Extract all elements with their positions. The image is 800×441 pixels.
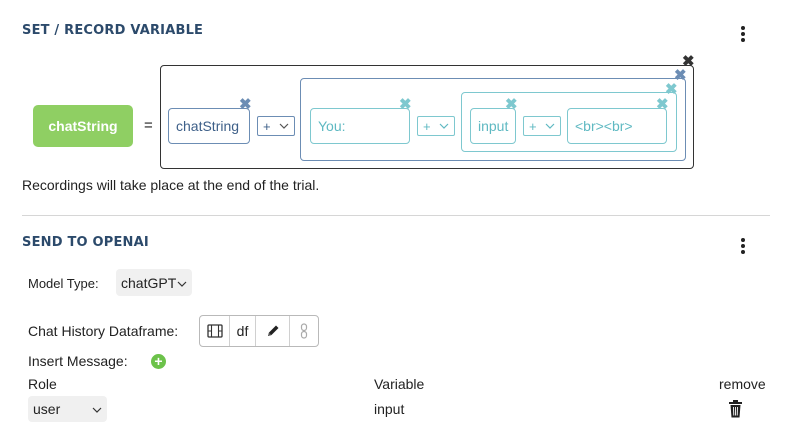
- expression-token-input[interactable]: input: [470, 108, 516, 144]
- model-type-value: chatGPT: [121, 274, 177, 291]
- chat-history-dataframe-control: df: [199, 315, 319, 347]
- remove-token-input-icon[interactable]: ✖: [505, 96, 518, 113]
- operator-select-2[interactable]: +: [417, 116, 455, 136]
- variable-name-chip[interactable]: chatString: [33, 105, 133, 147]
- remove-blue-group-icon[interactable]: ✖: [674, 67, 687, 84]
- chevron-down-icon: [439, 123, 449, 129]
- chevron-down-icon: [545, 123, 555, 129]
- remove-token-you-icon[interactable]: ✖: [399, 96, 412, 113]
- operator-2-value: +: [423, 118, 431, 134]
- trash-icon[interactable]: [729, 400, 742, 418]
- expression-token-you[interactable]: You:: [310, 108, 410, 144]
- expression-teal-group: [461, 92, 677, 152]
- insert-message-label: Insert Message:: [28, 353, 128, 369]
- expression-token-chatstring[interactable]: chatString: [168, 108, 250, 144]
- operator-select-1[interactable]: +: [257, 116, 295, 136]
- message-variable-value: input: [374, 401, 405, 417]
- operator-select-3[interactable]: +: [523, 116, 561, 136]
- equals-sign: =: [144, 117, 153, 134]
- model-type-select[interactable]: chatGPT: [116, 269, 192, 296]
- chevron-down-icon: [92, 407, 102, 413]
- remove-teal-group-icon[interactable]: ✖: [665, 81, 678, 98]
- pencil-icon[interactable]: [256, 316, 290, 346]
- film-icon[interactable]: [200, 316, 230, 346]
- expression-outer-group: [160, 65, 694, 169]
- remove-token-chatstring-icon[interactable]: ✖: [239, 96, 252, 113]
- remove-outer-group-icon[interactable]: ✖: [682, 53, 695, 70]
- chevron-down-icon: [279, 123, 289, 129]
- chat-history-label: Chat History Dataframe:: [28, 323, 179, 339]
- table-header-remove: remove: [719, 376, 766, 392]
- operator-1-value: +: [263, 118, 271, 134]
- expression-blue-group: [300, 78, 686, 161]
- table-header-variable: Variable: [374, 376, 425, 392]
- chevron-down-icon: [177, 281, 187, 287]
- table-header-role: Role: [28, 376, 57, 392]
- link-icon[interactable]: [290, 316, 318, 346]
- set-record-section-title: SET / RECORD VARIABLE: [22, 23, 204, 38]
- set-record-menu-icon[interactable]: [737, 25, 749, 43]
- add-message-icon[interactable]: +: [151, 354, 166, 369]
- send-openai-menu-icon[interactable]: [737, 237, 749, 255]
- message-role-select[interactable]: user: [28, 396, 107, 422]
- message-role-value: user: [33, 401, 61, 417]
- send-openai-section-title: SEND TO OPENAI: [22, 235, 149, 250]
- model-type-label: Model Type:: [28, 276, 99, 291]
- recording-note: Recordings will take place at the end of…: [22, 177, 320, 193]
- operator-3-value: +: [529, 118, 537, 134]
- section-divider: [22, 215, 770, 216]
- dataframe-name[interactable]: df: [230, 316, 256, 346]
- remove-token-br-icon[interactable]: ✖: [656, 96, 669, 113]
- expression-token-br[interactable]: <br><br>: [567, 108, 667, 144]
